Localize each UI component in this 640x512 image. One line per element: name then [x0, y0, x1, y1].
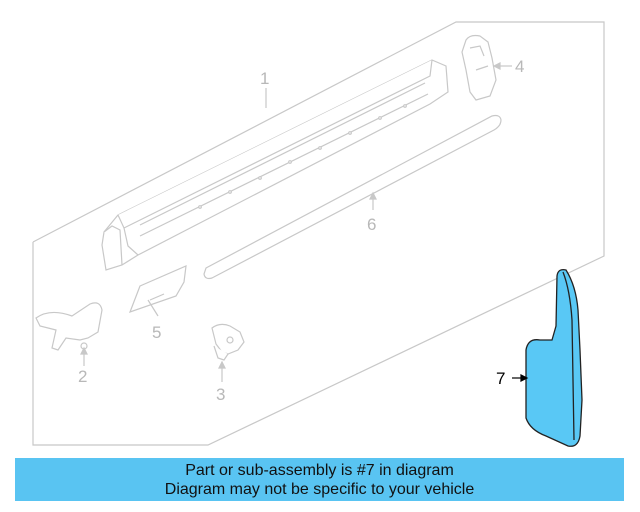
callout-4: 4	[515, 57, 524, 76]
part-1-running-board	[101, 59, 449, 271]
part-2-bracket	[35, 302, 103, 351]
part-7-mud-flap	[525, 268, 583, 447]
part-5-shield	[128, 265, 187, 313]
callout-6: 6	[367, 215, 376, 234]
callout-1: 1	[260, 69, 269, 88]
banner-line-1: Part or sub-assembly is #7 in diagram	[185, 462, 454, 479]
part-3-clip	[211, 323, 245, 361]
callout-2: 2	[78, 367, 87, 386]
banner-line-2: Diagram may not be specific to your vehi…	[164, 481, 475, 498]
panel-outline	[32, 21, 605, 446]
callout-7: 7	[496, 369, 505, 388]
part-4-end-cap	[461, 34, 497, 101]
part-6-molding	[203, 114, 502, 280]
callout-5: 5	[152, 323, 161, 342]
info-banner: Part or sub-assembly is #7 in diagram Di…	[15, 458, 624, 501]
leader-lines	[80, 62, 512, 382]
callout-3: 3	[216, 385, 225, 404]
leader-line-7	[512, 374, 529, 382]
